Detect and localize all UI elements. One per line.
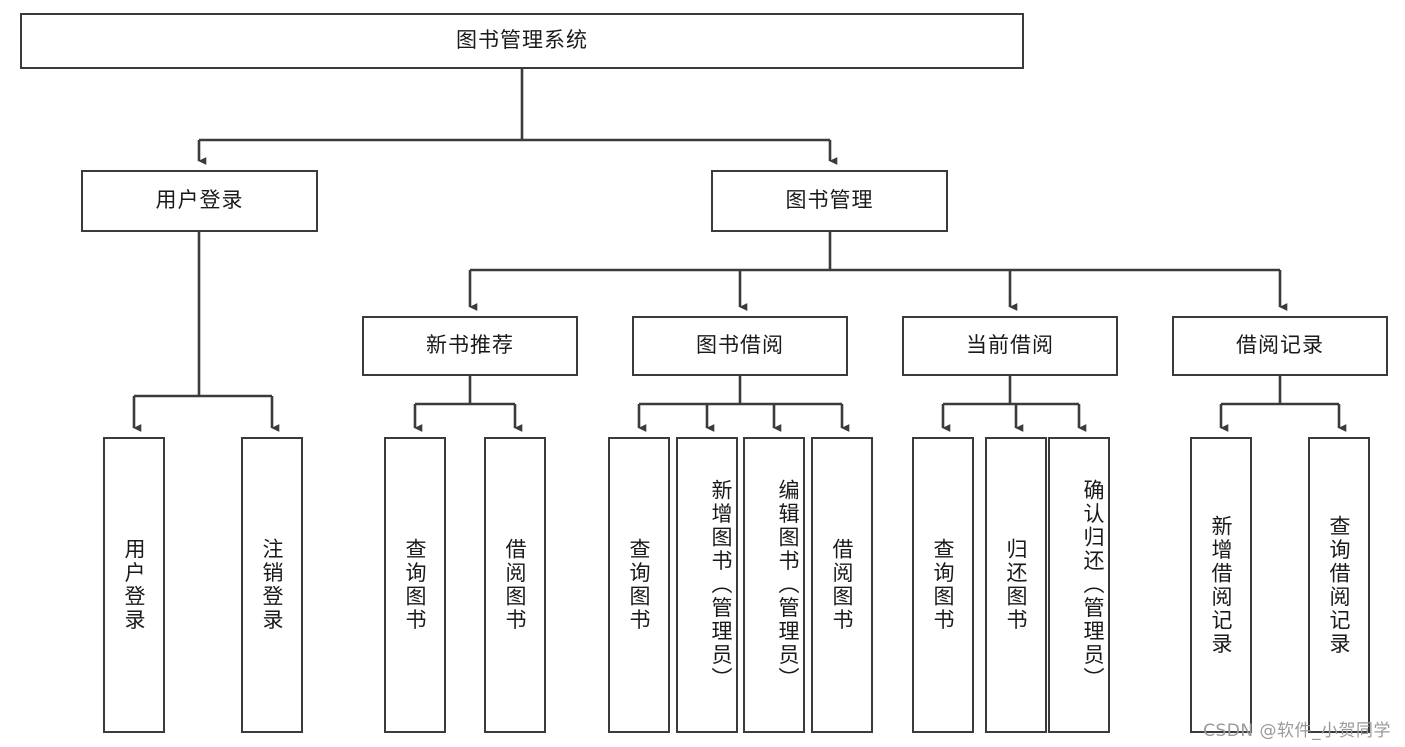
node-leaf-add-book-admin[interactable]: 新增图书（管理员） (676, 437, 738, 733)
node-leaf-confirm-return-admin[interactable]: 确认归还（管理员） (1048, 437, 1110, 733)
node-new-book-recommend[interactable]: 新书推荐 (362, 316, 578, 376)
node-label: 借阅记录 (1236, 333, 1324, 358)
node-book-management[interactable]: 图书管理 (711, 170, 948, 232)
node-label: 查询图书 (403, 538, 427, 632)
node-label: 查询借阅记录 (1327, 514, 1351, 656)
node-label: 图书管理 (785, 188, 874, 213)
node-leaf-user-login[interactable]: 用户登录 (103, 437, 165, 733)
node-leaf-query-borrow-record[interactable]: 查询借阅记录 (1308, 437, 1370, 733)
node-label: 归还图书 (1004, 538, 1028, 632)
node-label: 借阅图书 (830, 538, 854, 632)
node-leaf-edit-book-admin[interactable]: 编辑图书（管理员） (743, 437, 805, 733)
node-label: 借阅图书 (503, 538, 527, 632)
watermark: CSDN @软件_小贺同学 (1203, 721, 1391, 741)
node-label: 确认归还（管理员） (1081, 479, 1105, 691)
node-current-borrow[interactable]: 当前借阅 (902, 316, 1118, 376)
node-leaf-borrow-books-borrow[interactable]: 借阅图书 (811, 437, 873, 733)
node-label: 编辑图书（管理员） (776, 479, 800, 691)
node-label: 注销登录 (260, 538, 284, 632)
node-label: 新增图书（管理员） (709, 479, 733, 691)
node-leaf-logout[interactable]: 注销登录 (241, 437, 303, 733)
node-leaf-add-borrow-record[interactable]: 新增借阅记录 (1190, 437, 1252, 733)
node-label: 用户登录 (122, 538, 146, 632)
node-book-borrow[interactable]: 图书借阅 (632, 316, 848, 376)
node-label: 查询图书 (931, 538, 955, 632)
node-label: 图书借阅 (696, 333, 784, 358)
node-borrow-records[interactable]: 借阅记录 (1172, 316, 1388, 376)
node-leaf-query-books-current[interactable]: 查询图书 (912, 437, 974, 733)
node-label: 用户登录 (155, 188, 244, 213)
node-label: 新书推荐 (426, 333, 514, 358)
node-label: 查询图书 (627, 538, 651, 632)
node-leaf-borrow-books-recommend[interactable]: 借阅图书 (484, 437, 546, 733)
node-label: 新增借阅记录 (1209, 514, 1233, 656)
node-leaf-query-books-recommend[interactable]: 查询图书 (384, 437, 446, 733)
node-user-login[interactable]: 用户登录 (81, 170, 318, 232)
node-leaf-return-books[interactable]: 归还图书 (985, 437, 1047, 733)
node-root-library-management-system[interactable]: 图书管理系统 (20, 13, 1024, 69)
node-label: 图书管理系统 (456, 28, 588, 53)
node-leaf-query-books-borrow[interactable]: 查询图书 (608, 437, 670, 733)
node-label: 当前借阅 (966, 333, 1054, 358)
